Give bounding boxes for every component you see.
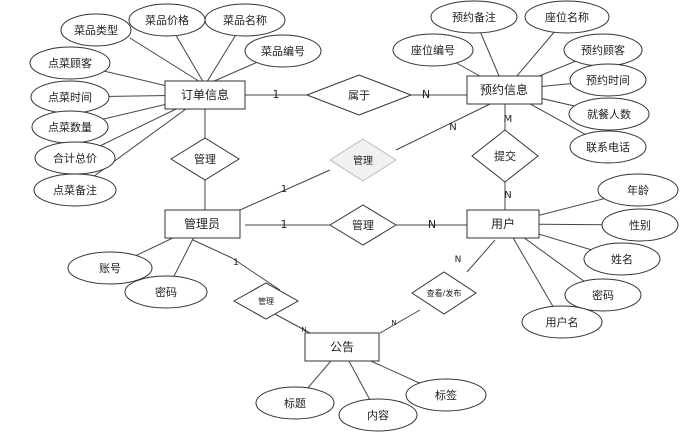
- rel-manage-user: 管理: [329, 204, 397, 246]
- svg-text:性别: 性别: [629, 218, 651, 232]
- attributes-user: 年龄 性别 姓名 密码 用户名: [521, 173, 679, 339]
- attr-user-username: 用户名: [521, 305, 603, 339]
- attr-user-password: 密码: [564, 278, 642, 312]
- svg-text:合计总价: 合计总价: [53, 151, 97, 165]
- card-view-notice: N: [391, 319, 396, 327]
- card-submit-user: N: [504, 190, 511, 201]
- attr-order-dish-type: 菜品类型: [60, 13, 132, 47]
- attr-order-total: 合计总价: [34, 141, 116, 175]
- svg-text:用户名: 用户名: [546, 315, 579, 329]
- attr-reservation-note: 预约备注: [430, 0, 518, 34]
- entity-admin: 管理员: [164, 209, 241, 239]
- svg-text:管理: 管理: [353, 154, 373, 167]
- attr-admin-account: 账号: [67, 251, 153, 285]
- attr-order-quantity: 点菜数量: [31, 110, 109, 144]
- svg-text:预约备注: 预约备注: [452, 10, 496, 24]
- svg-text:预约顾客: 预约顾客: [581, 43, 625, 57]
- attr-reservation-time: 预约时间: [569, 63, 647, 97]
- svg-text:点菜备注: 点菜备注: [53, 183, 97, 197]
- svg-text:就餐人数: 就餐人数: [587, 107, 631, 121]
- attr-reservation-seat-name: 座位名称: [524, 0, 610, 34]
- svg-text:标题: 标题: [284, 396, 306, 410]
- attr-order-time: 点菜时间: [30, 80, 110, 114]
- rel-manage-notice: 管理: [232, 282, 300, 320]
- svg-text:查看/发布: 查看/发布: [427, 288, 462, 298]
- attr-order-dish-name: 菜品名称: [204, 3, 286, 37]
- svg-text:内容: 内容: [367, 408, 389, 422]
- attributes-reservation: 预约备注 座位名称 座位编号 预约顾客 预约时间 就餐人数 联系电话: [392, 0, 650, 164]
- attr-order-dish-price: 菜品价格: [128, 3, 206, 37]
- svg-text:管理员: 管理员: [184, 216, 220, 231]
- svg-text:标签: 标签: [435, 388, 457, 402]
- card-admin-manage-notice: 1: [233, 258, 239, 268]
- rel-submit: 提交: [471, 129, 539, 183]
- entity-order: 订单信息: [164, 80, 246, 110]
- attr-order-note: 点菜备注: [33, 173, 117, 207]
- card-reservation-submit: M: [504, 114, 513, 125]
- svg-text:点菜时间: 点菜时间: [48, 91, 92, 104]
- card-user-view: N: [455, 255, 462, 265]
- svg-text:菜品编号: 菜品编号: [261, 44, 305, 58]
- attributes-admin: 账号 密码: [67, 251, 208, 309]
- svg-text:管理: 管理: [258, 296, 274, 306]
- cardinality-labels: 1 N N 1 M N 1 N 1 N N N: [233, 88, 512, 334]
- svg-text:账号: 账号: [99, 262, 121, 275]
- card-manage-admin: 1: [281, 184, 287, 195]
- svg-text:点菜顾客: 点菜顾客: [48, 56, 92, 70]
- svg-text:菜品价格: 菜品价格: [145, 13, 189, 27]
- attr-notice-tag: 标签: [405, 378, 487, 412]
- attributes-notice: 标题 内容 标签: [255, 378, 487, 432]
- svg-text:菜品名称: 菜品名称: [223, 13, 267, 27]
- svg-text:订单信息: 订单信息: [181, 87, 229, 102]
- rel-belongs: 属于: [305, 74, 413, 116]
- svg-text:菜品类型: 菜品类型: [74, 23, 118, 37]
- card-belongs-reservation: N: [422, 88, 430, 101]
- attr-order-dish-id: 菜品编号: [244, 34, 322, 68]
- svg-text:姓名: 姓名: [611, 252, 633, 266]
- rel-view-publish: 查看/发布: [411, 271, 477, 315]
- relationships: 属于 管理 管理 提交 管理 管理 查看/发布: [170, 74, 539, 320]
- attr-reservation-phone: 联系电话: [569, 130, 647, 164]
- svg-text:管理: 管理: [194, 152, 216, 166]
- card-manage-user-user: N: [428, 218, 436, 231]
- attr-user-age: 年龄: [597, 173, 679, 207]
- svg-text:年龄: 年龄: [627, 183, 649, 197]
- entity-notice: 公告: [304, 332, 380, 362]
- svg-text:预约时间: 预约时间: [586, 74, 630, 87]
- svg-text:座位编号: 座位编号: [411, 43, 455, 57]
- rel-manage-reservation: 管理: [329, 138, 397, 182]
- attr-user-name: 姓名: [583, 242, 661, 276]
- svg-text:点菜数量: 点菜数量: [48, 121, 92, 134]
- attr-reservation-party-size: 就餐人数: [568, 97, 650, 131]
- svg-text:密码: 密码: [592, 288, 614, 302]
- attr-notice-content: 内容: [338, 398, 418, 432]
- attr-admin-password: 密码: [124, 275, 208, 309]
- attr-reservation-customer: 预约顾客: [563, 33, 643, 67]
- entity-user: 用户: [466, 209, 540, 239]
- card-order-belongs: 1: [273, 88, 280, 101]
- card-manage-notice-notice: N: [301, 326, 306, 334]
- svg-text:管理: 管理: [352, 218, 374, 232]
- rel-manage-order: 管理: [170, 137, 240, 181]
- card-admin-manage-user: 1: [281, 218, 288, 231]
- attr-order-customer: 点菜顾客: [29, 46, 111, 80]
- svg-text:公告: 公告: [330, 340, 354, 354]
- svg-text:预约信息: 预约信息: [480, 82, 528, 97]
- attr-user-gender: 性别: [601, 208, 679, 242]
- attr-notice-title: 标题: [255, 386, 335, 420]
- svg-text:座位名称: 座位名称: [545, 10, 589, 24]
- card-reservation-manage: N: [449, 122, 456, 133]
- svg-text:提交: 提交: [494, 149, 516, 163]
- svg-text:联系电话: 联系电话: [586, 141, 630, 154]
- attributes-order: 菜品类型 菜品价格 菜品名称 菜品编号 点菜顾客 点菜时间 点菜数量 合计总价 …: [29, 3, 322, 207]
- svg-text:属于: 属于: [348, 89, 370, 102]
- svg-text:密码: 密码: [155, 285, 177, 299]
- svg-text:用户: 用户: [491, 216, 515, 231]
- attr-reservation-seat-id: 座位编号: [392, 33, 474, 67]
- entities: 订单信息 预约信息 管理员 用户 公告: [164, 75, 543, 362]
- entity-reservation: 预约信息: [466, 75, 543, 105]
